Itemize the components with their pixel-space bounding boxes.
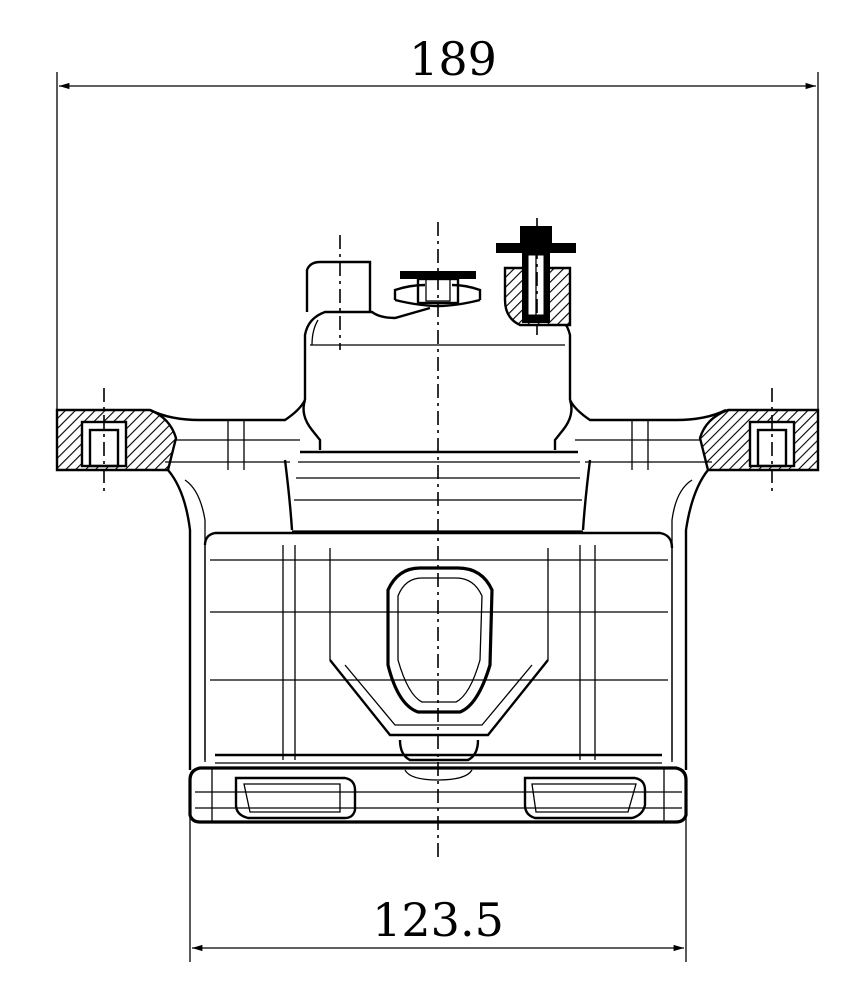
- caliper-body: [203, 531, 674, 781]
- bottom-dimension: 123.5: [189, 790, 687, 962]
- inspection-window: [386, 566, 494, 714]
- right-slot: [523, 776, 647, 820]
- top-width-label: 189: [409, 32, 497, 86]
- left-slot: [234, 776, 357, 820]
- bleeder-valve: [393, 271, 482, 308]
- bottom-width-label: 123.5: [372, 893, 504, 947]
- bottom-rail: [188, 766, 688, 824]
- top-dimension: 189: [56, 32, 819, 410]
- mounting-bracket: [55, 388, 820, 770]
- hose-fitting: [496, 218, 576, 335]
